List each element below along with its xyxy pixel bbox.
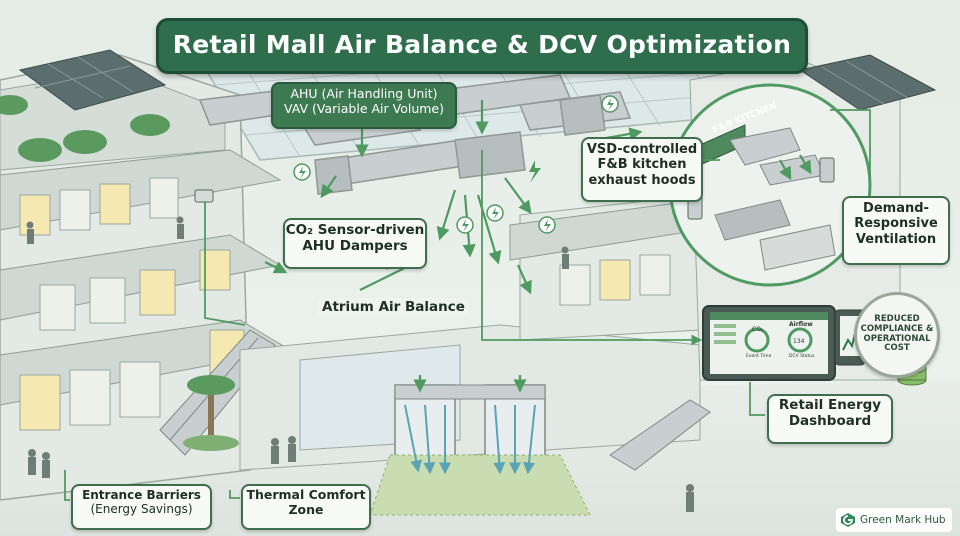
- lightning-icon: [293, 95, 619, 234]
- vsd-kitchen-hoods-label: VSD-controlled F&B kitchen exhaust hoods: [581, 137, 703, 202]
- brand-watermark: Green Mark Hub: [836, 508, 952, 532]
- co2-label-line1: CO₂ Sensor-driven: [285, 222, 425, 238]
- entrance-label-line1: Entrance Barriers: [82, 488, 201, 502]
- kitchen-hood-icon: [729, 127, 801, 166]
- thermal-comfort-zone-area: [369, 454, 591, 516]
- escalator-right: [609, 399, 711, 471]
- dcv-label-line1: Demand-: [863, 201, 929, 216]
- dashboard-co2-caption: Event Time: [746, 353, 772, 359]
- badge-line4: COST: [884, 343, 910, 354]
- vsd-label-line2: F&B kitchen: [597, 157, 687, 173]
- energy-dashboard-label: Retail Energy Dashboard: [767, 394, 893, 444]
- entrance-label-line2: (Energy Savings): [90, 502, 193, 517]
- dashboard-co2-label: CO₂: [752, 326, 764, 333]
- thermal-label-line2: Zone: [288, 501, 324, 517]
- shoppers: [26, 216, 694, 512]
- co2-label-line2: AHU Dampers: [302, 237, 408, 254]
- atrium-air-balance-label: Atrium Air Balance: [318, 298, 469, 316]
- ahu-label-line2: VAV (Variable Air Volume): [284, 100, 444, 116]
- entrance-barriers-label: Entrance Barriers (Energy Savings): [71, 484, 212, 530]
- page-title: Retail Mall Air Balance & DCV Optimizati…: [172, 30, 792, 59]
- dcv-label-line3: Ventilation: [855, 231, 937, 247]
- reduced-cost-badge: REDUCED COMPLIANCE & OPERATIONAL COST: [854, 292, 940, 378]
- demand-ventilation-label: Demand- Responsive Ventilation: [842, 196, 950, 265]
- solar-panels-left: [18, 49, 167, 111]
- badge-line2: COMPLIANCE &: [860, 323, 934, 334]
- vsd-label-line1: VSD-controlled: [586, 142, 698, 157]
- ahu-vav-label: AHU (Air Handling Unit) VAV (Variable Ai…: [271, 82, 457, 129]
- dashboard-airflow-label: Airflow: [789, 321, 813, 328]
- left-building: [0, 49, 292, 501]
- dcv-label-line2: Responsive: [854, 216, 938, 232]
- ahu-label-line1: AHU (Air Handling Unit): [290, 86, 438, 101]
- title-banner: Retail Mall Air Balance & DCV Optimizati…: [156, 18, 808, 74]
- brand-name: Green Mark Hub: [860, 514, 946, 526]
- badge-line3: OPERATIONAL: [863, 333, 931, 344]
- connector-lines: [64, 109, 871, 501]
- palm-tree: [183, 375, 239, 451]
- dashboard-airflow-value: 134: [793, 338, 805, 345]
- co2-sensor-icon: [194, 189, 214, 203]
- plant-left: [0, 95, 170, 162]
- vsd-label-line3: exhaust hoods: [588, 172, 696, 188]
- dashboard-airflow-caption: DCV Status: [789, 353, 815, 359]
- brand-logo-icon: [841, 513, 855, 527]
- badge-line1: REDUCED: [874, 314, 920, 324]
- thermal-comfort-label: Thermal Comfort Zone: [241, 484, 371, 530]
- dashboard-label-line1: Retail Energy: [778, 397, 882, 413]
- air-curtain-arrows: [404, 404, 536, 475]
- dashboard-label-line2: Dashboard: [788, 412, 872, 429]
- thermal-label-line1: Thermal Comfort: [246, 487, 366, 502]
- solar-panels-right: [798, 54, 937, 111]
- co2-dampers-label: CO₂ Sensor-driven AHU Dampers: [283, 218, 427, 269]
